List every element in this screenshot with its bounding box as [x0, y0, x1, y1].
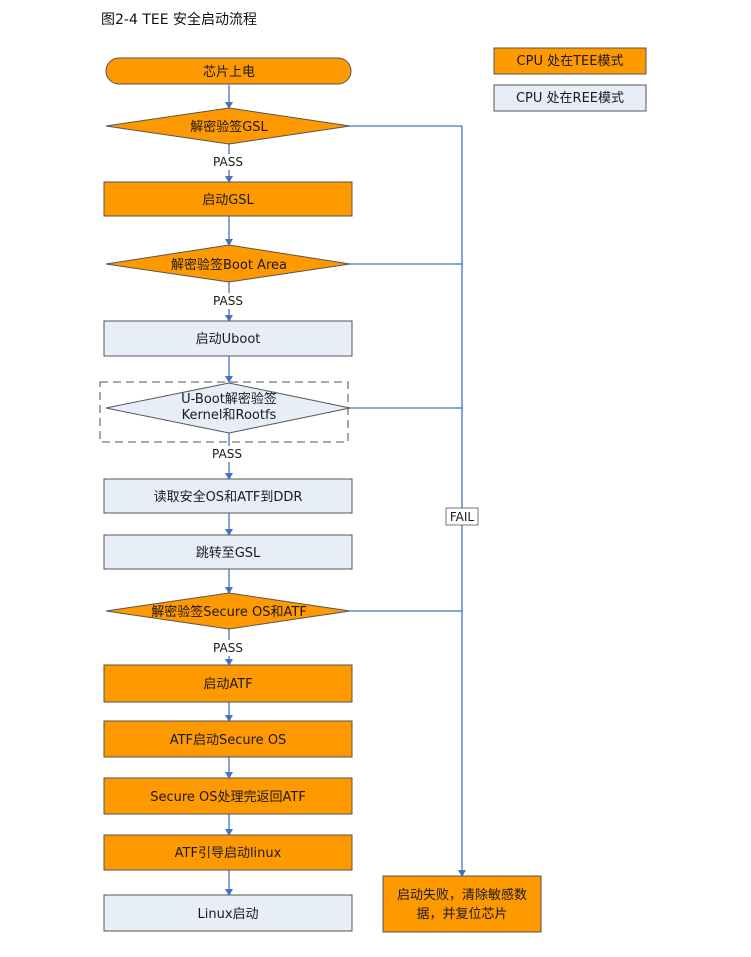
node-atf-boot-linux-label: ATF引导启动linux [175, 846, 282, 861]
pass-label-bg-3 [206, 446, 248, 462]
node-load-os-atf-label: 读取安全OS和ATF到DDR [154, 489, 303, 505]
legend-tee-label: CPU 处在TEE模式 [517, 54, 624, 69]
node-atf-boot-linux [103, 834, 353, 871]
node-secure-os-return [103, 777, 353, 815]
node-uboot-verify [105, 382, 351, 434]
legend-ree-swatch [493, 84, 647, 112]
node-boot-gsl [103, 181, 353, 217]
node-verify-gsl-label: 解密验签GSL [190, 119, 268, 135]
node-boot-gsl-label: 启动GSL [202, 193, 254, 208]
node-atf-boot-os-label: ATF启动Secure OS [170, 733, 287, 748]
node-uboot-verify-label-2: Kernel和Rootfs [182, 408, 277, 423]
node-linux-boot-label: Linux启动 [197, 907, 258, 922]
pass-label-1: PASS [213, 155, 243, 169]
node-verify-boot-area-label: 解密验签Boot Area [171, 257, 287, 273]
node-verify-boot-area [105, 244, 351, 283]
legend-tee-swatch [493, 47, 647, 75]
edge-labels: PASS PASS PASS PASS FAIL [206, 154, 479, 656]
legend-ree-label: CPU 处在REE模式 [516, 91, 624, 106]
node-power-on [105, 57, 352, 85]
legend: CPU 处在TEE模式 CPU 处在REE模式 [493, 47, 647, 112]
pass-label-bg-4 [208, 640, 248, 656]
uboot-verify-group-box [99, 381, 349, 443]
node-verify-gsl [105, 107, 351, 145]
pass-label-4: PASS [213, 641, 243, 655]
node-jump-gsl-label: 跳转至GSL [196, 546, 261, 561]
node-load-os-atf [103, 478, 353, 514]
pass-label-3: PASS [212, 447, 242, 461]
nodes: 芯片上电 解密验签GSL 启动GSL 解密验签Boot Area 启动Uboot… [99, 57, 542, 933]
node-boot-fail-label-1: 启动失败，清除敏感数 [397, 887, 527, 903]
node-atf-boot-os [103, 720, 353, 758]
pass-label-bg-1 [208, 154, 248, 170]
node-verify-secure-os-label: 解密验签Secure OS和ATF [151, 604, 307, 620]
fail-label: FAIL [450, 510, 475, 524]
node-boot-uboot [103, 320, 353, 357]
node-power-on-label: 芯片上电 [203, 65, 255, 80]
node-uboot-verify-label-1: U-Boot解密验签 [181, 391, 277, 407]
node-jump-gsl [103, 534, 353, 570]
node-boot-fail [382, 875, 542, 933]
pass-label-bg-2 [208, 293, 248, 309]
node-secure-os-return-label: Secure OS处理完返回ATF [150, 790, 306, 805]
connectors [225, 85, 466, 896]
node-boot-fail-label-2: 据，并复位芯片 [416, 907, 507, 922]
node-boot-atf [103, 664, 353, 703]
figure-title: 图2-4 TEE 安全启动流程 [101, 11, 257, 28]
node-verify-secure-os [105, 592, 351, 630]
pass-label-2: PASS [213, 294, 243, 308]
node-boot-atf-label: 启动ATF [203, 677, 252, 692]
node-linux-boot [103, 894, 353, 932]
fail-label-box [445, 507, 479, 526]
node-boot-uboot-label: 启动Uboot [196, 332, 261, 347]
